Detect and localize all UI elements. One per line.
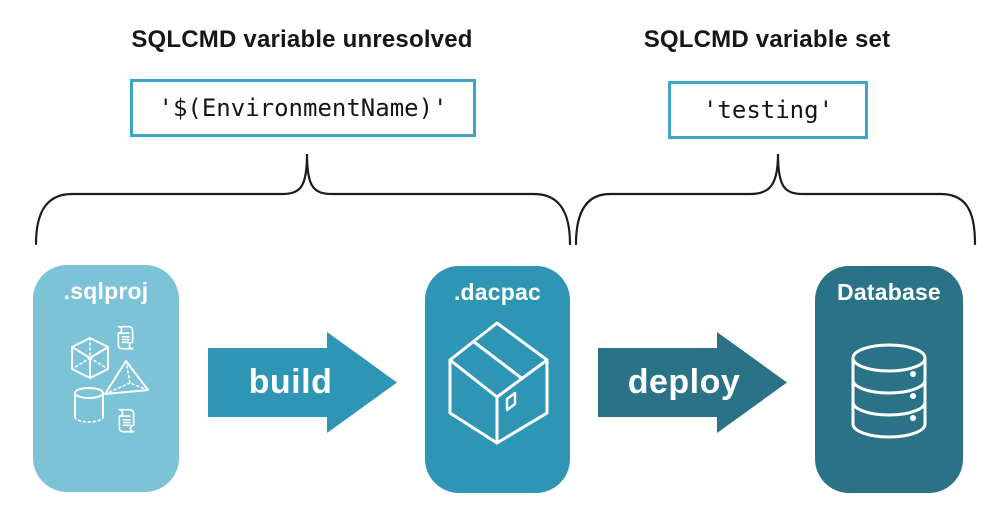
script-icon [118, 408, 135, 433]
code-text-unresolved: '$(EnvironmentName)' [158, 94, 448, 122]
cube-icon [71, 337, 109, 379]
build-arrow-shape [208, 332, 397, 433]
node-dacpac-label: .dacpac [453, 279, 542, 305]
database-icon [851, 343, 927, 439]
database-icons [851, 343, 927, 439]
node-dacpac: .dacpac [425, 266, 570, 493]
node-database-label: Database [837, 279, 941, 305]
build-arrow-label: build [248, 362, 333, 401]
code-text-set: 'testing' [702, 96, 834, 124]
deploy-arrow-shape [598, 332, 787, 433]
build-arrow [208, 332, 397, 433]
brace-right [574, 153, 977, 246]
deploy-arrow [598, 332, 787, 433]
code-box-set: 'testing' [668, 81, 868, 139]
deploy-arrow-label: deploy [627, 362, 741, 401]
code-box-unresolved: '$(EnvironmentName)' [130, 79, 476, 137]
node-sqlproj: .sqlproj [33, 265, 179, 492]
node-database: Database [815, 266, 963, 493]
node-sqlproj-label: .sqlproj [63, 278, 149, 304]
pyramid-icon [104, 360, 149, 395]
package-icon [448, 321, 549, 445]
script-icon [117, 325, 134, 350]
brace-left [34, 153, 572, 246]
dacpac-icons [448, 321, 549, 445]
heading-sqlcmd-set: SQLCMD variable set [643, 26, 891, 53]
heading-sqlcmd-unresolved: SQLCMD variable unresolved [131, 26, 473, 53]
cylinder-icon [74, 387, 104, 423]
sqlproj-icons [71, 325, 149, 433]
